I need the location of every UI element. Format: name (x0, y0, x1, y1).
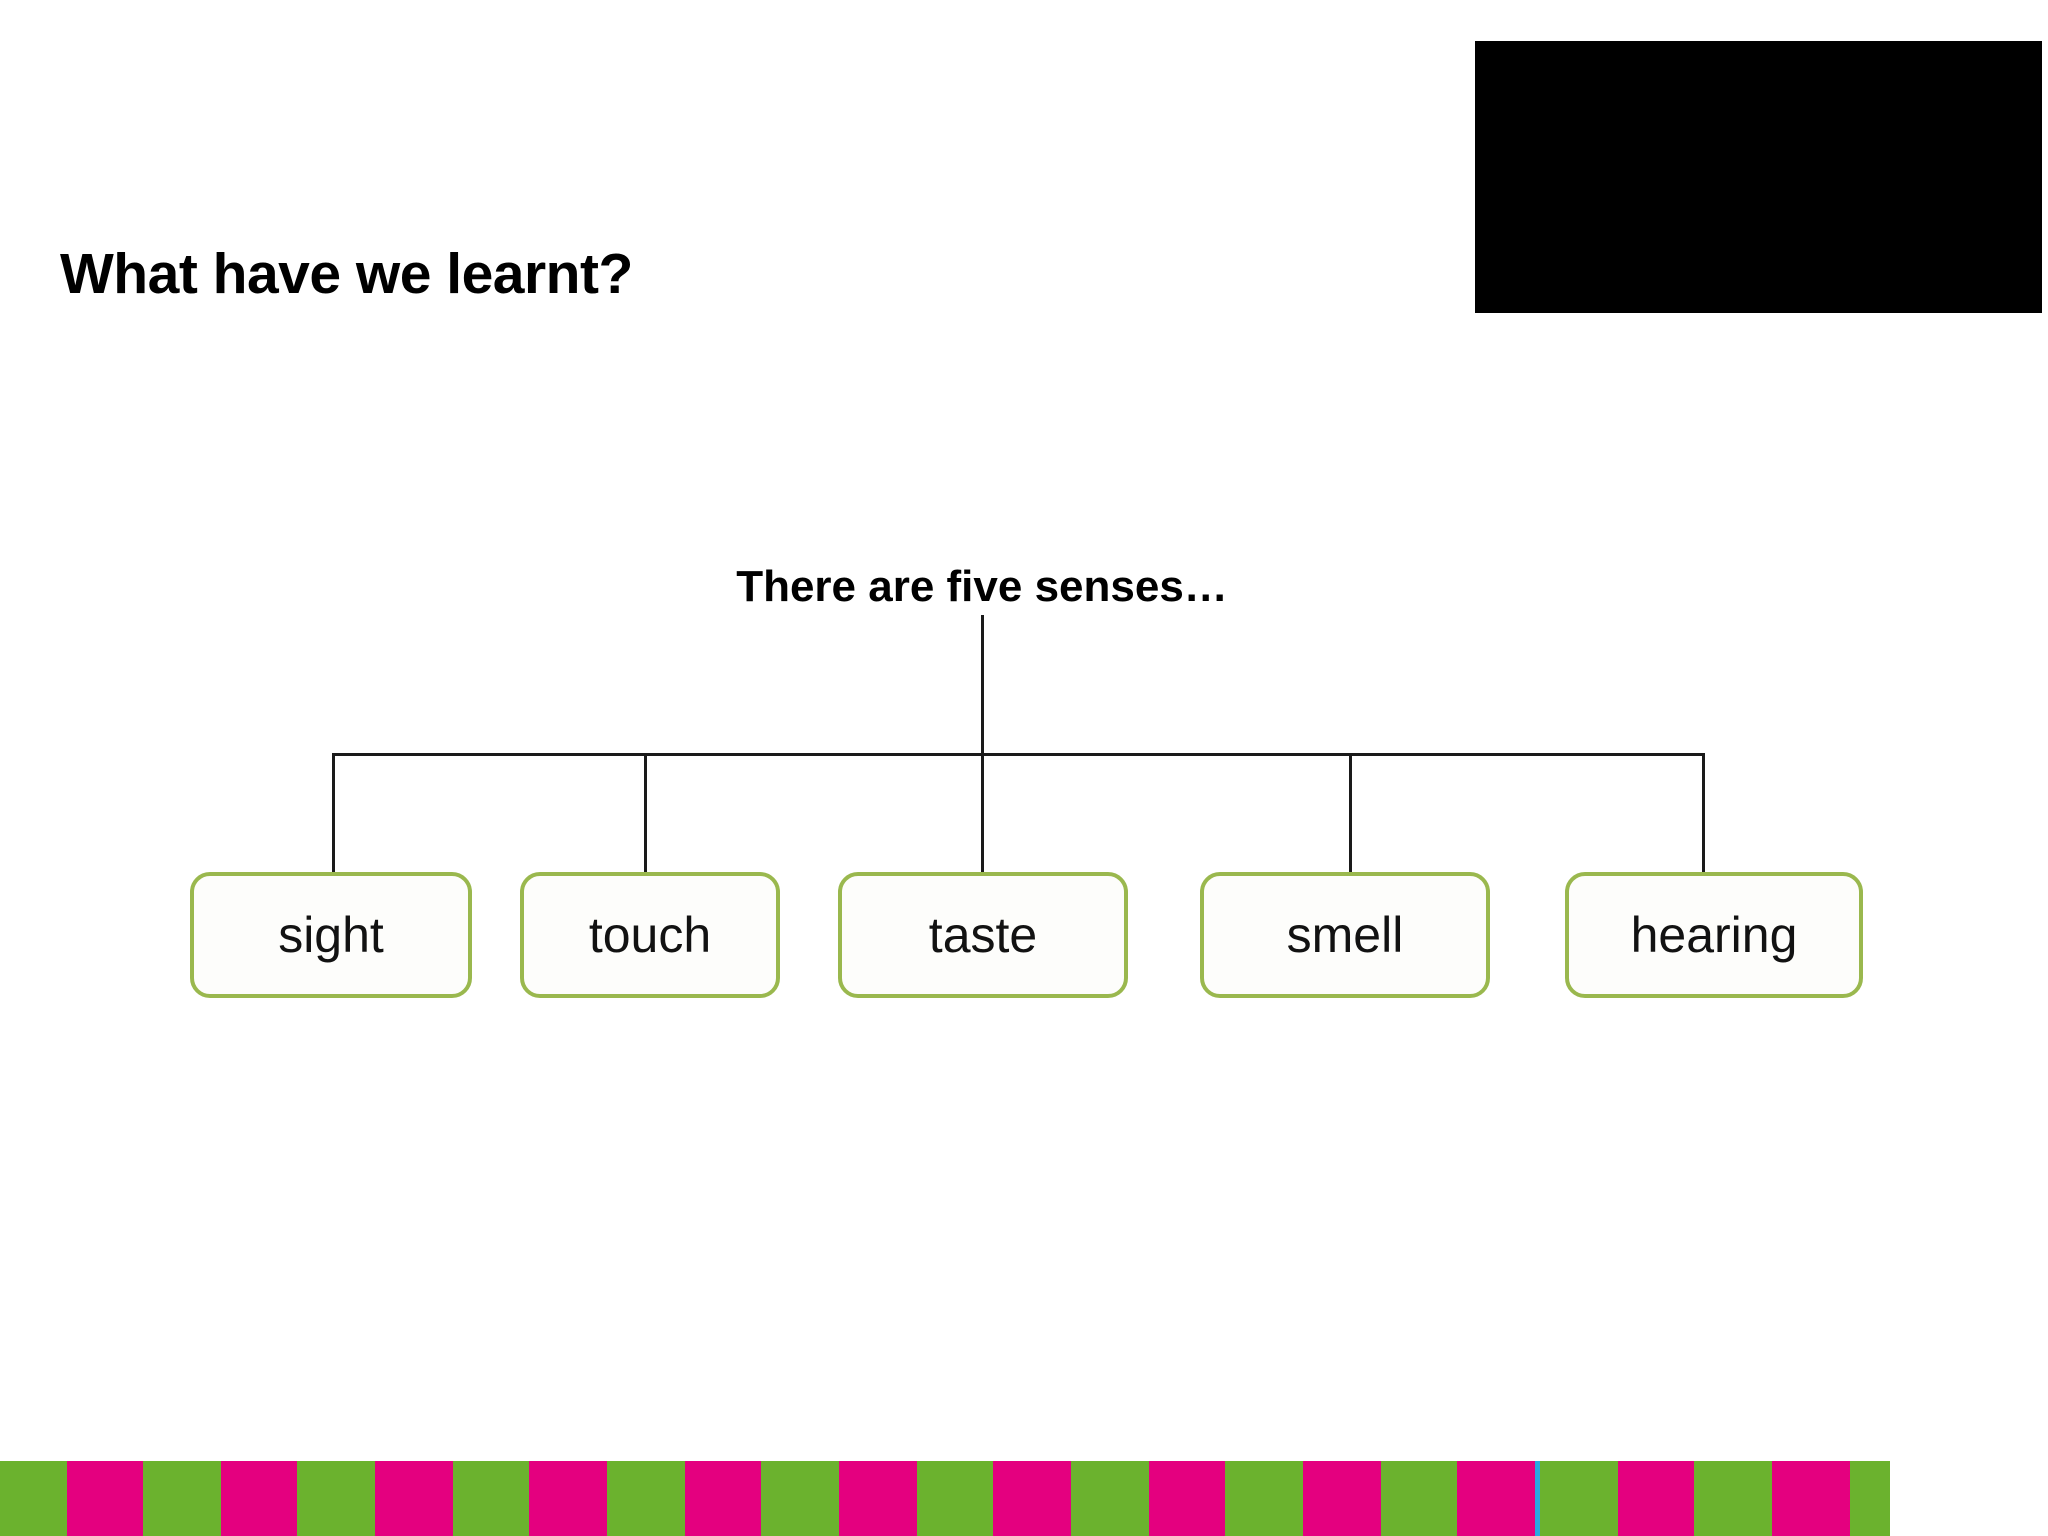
stripe-segment (993, 1461, 1071, 1536)
stripe-segment (1772, 1461, 1850, 1536)
decorative-stripe-band (0, 1461, 2048, 1536)
sense-box-hearing[interactable]: hearing (1565, 872, 1863, 998)
sense-box-label: smell (1286, 907, 1404, 963)
stripe-segment (761, 1461, 839, 1536)
connector-drop-hearing (1702, 753, 1705, 880)
stripe-segment (221, 1461, 297, 1536)
video-placeholder[interactable] (1475, 41, 2042, 313)
stripe-segment (1303, 1461, 1381, 1536)
stripe-segment (67, 1461, 143, 1536)
stripe-segment (143, 1461, 221, 1536)
stripe-segment (1618, 1461, 1694, 1536)
stripe-segment (1071, 1461, 1149, 1536)
connector-drop-smell (1349, 753, 1352, 880)
connector-drop-taste (981, 753, 984, 880)
stripe-segment (375, 1461, 453, 1536)
stripe-segment (0, 1461, 67, 1536)
sense-box-smell[interactable]: smell (1200, 872, 1490, 998)
stripe-segment (1850, 1461, 1890, 1536)
connector-stem (981, 615, 984, 753)
sense-box-sight[interactable]: sight (190, 872, 472, 998)
connector-drop-sight (332, 753, 335, 880)
stripe-segment (1694, 1461, 1772, 1536)
stripe-segment (1457, 1461, 1535, 1536)
sense-box-label: sight (278, 907, 384, 963)
stripe-segment (1535, 1461, 1540, 1536)
sense-box-label: taste (928, 907, 1038, 963)
stripe-segment (685, 1461, 761, 1536)
stripe-segment (839, 1461, 917, 1536)
stripe-segment (1381, 1461, 1457, 1536)
sense-box-label: hearing (1630, 907, 1798, 963)
stripe-segment (529, 1461, 607, 1536)
sense-box-taste[interactable]: taste (838, 872, 1128, 998)
diagram-heading: There are five senses… (736, 562, 1228, 611)
sense-box-label: touch (588, 907, 712, 963)
connector-drop-touch (644, 753, 647, 880)
stripe-segment (1149, 1461, 1225, 1536)
sense-box-touch[interactable]: touch (520, 872, 780, 998)
stripe-segment (917, 1461, 993, 1536)
stripe-segment (297, 1461, 375, 1536)
page-title: What have we learnt? (60, 242, 633, 306)
stripe-segment (1225, 1461, 1303, 1536)
stripe-segment (453, 1461, 529, 1536)
stripe-segment (1540, 1461, 1618, 1536)
connector-horizontal-bar (333, 753, 1703, 756)
stripe-segment (607, 1461, 685, 1536)
